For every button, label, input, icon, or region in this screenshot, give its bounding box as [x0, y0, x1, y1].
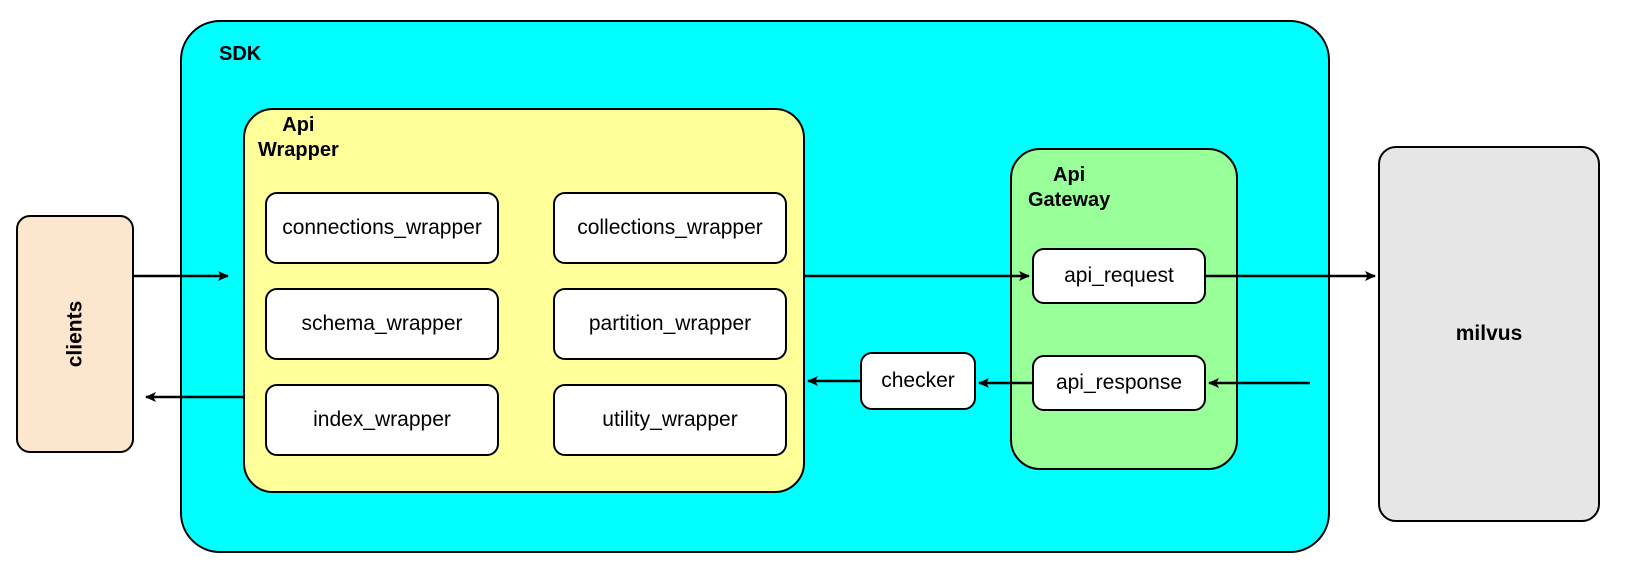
node-utility-wrapper[interactable]: utility_wrapper — [553, 384, 787, 456]
node-api-request[interactable]: api_request — [1032, 248, 1206, 304]
node-index-wrapper[interactable]: index_wrapper — [265, 384, 499, 456]
api-gateway-container-title: Api Gateway — [1028, 164, 1111, 211]
api-wrapper-container-title: Api Wrapper — [258, 114, 339, 161]
node-collections-wrapper[interactable]: collections_wrapper — [553, 192, 787, 264]
api-gateway-container — [1010, 148, 1238, 470]
clients-box[interactable]: clients — [16, 215, 134, 453]
milvus-box[interactable]: milvus — [1378, 146, 1600, 522]
milvus-label: milvus — [1455, 322, 1523, 345]
node-schema-wrapper[interactable]: schema_wrapper — [265, 288, 499, 360]
node-connections-wrapper[interactable]: connections_wrapper — [265, 192, 499, 264]
node-checker[interactable]: checker — [860, 352, 976, 410]
node-partition-wrapper[interactable]: partition_wrapper — [553, 288, 787, 360]
sdk-container-title: SDK — [219, 43, 262, 65]
node-api-response[interactable]: api_response — [1032, 355, 1206, 411]
